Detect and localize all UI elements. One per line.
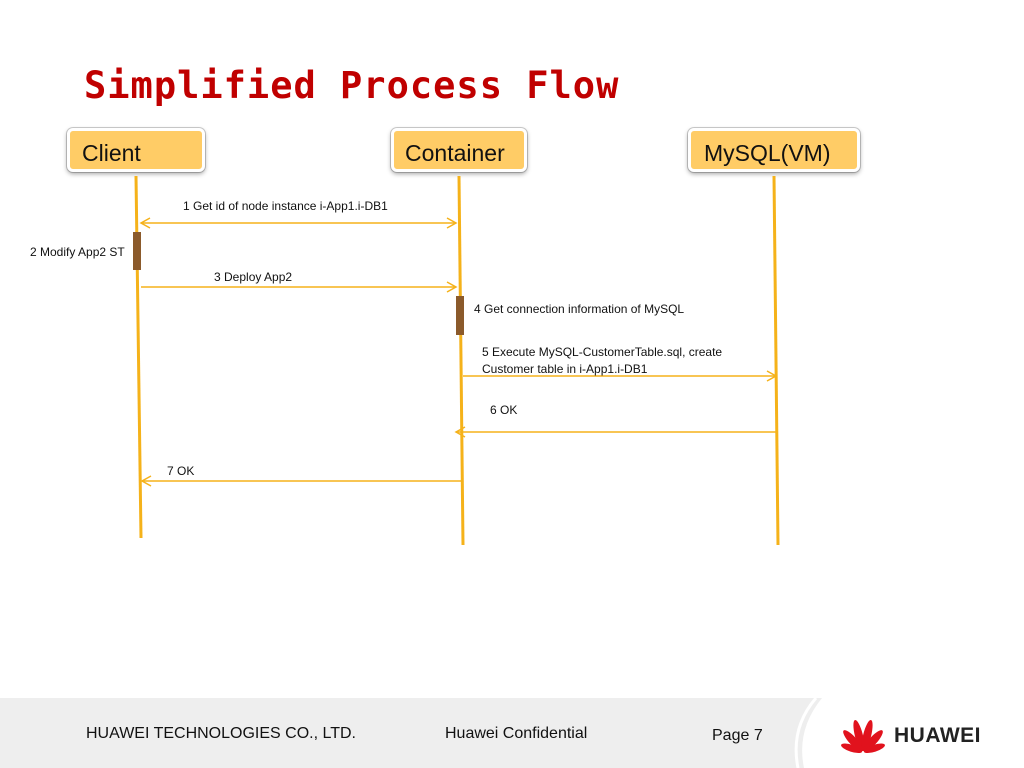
message-1-label: 1 Get id of node instance i-App1.i-DB1 xyxy=(183,199,388,213)
footer-confidential: Huawei Confidential xyxy=(445,725,588,742)
sequence-diagram xyxy=(133,175,780,546)
message-6-label: 6 OK xyxy=(490,403,518,417)
huawei-logo-text: HUAWEI xyxy=(894,724,981,747)
footer-company: HUAWEI TECHNOLOGIES CO., LTD. xyxy=(86,725,356,742)
footer-bar: HUAWEI TECHNOLOGIES CO., LTD. Huawei Con… xyxy=(0,698,1024,768)
actor-client: Client xyxy=(67,128,205,172)
message-3-label: 3 Deploy App2 xyxy=(214,270,293,284)
slide-title: Simplified Process Flow xyxy=(84,64,620,107)
activation-client xyxy=(133,232,141,270)
message-1-arrow xyxy=(139,217,458,229)
lifeline-client xyxy=(134,175,143,539)
lifeline-container xyxy=(457,175,465,546)
huawei-flower-icon xyxy=(841,719,885,754)
message-5-label-line-1: 5 Execute MySQL-CustomerTable.sql, creat… xyxy=(482,345,723,359)
huawei-logo: HUAWEI xyxy=(838,712,998,756)
message-7-arrow xyxy=(140,475,462,487)
message-4-label: 4 Get connection information of MySQL xyxy=(474,302,685,316)
lifeline-mysql-vm xyxy=(772,175,780,546)
actor-mysql-vm-label: MySQL(VM) xyxy=(704,140,831,166)
message-5-label-line-2: Customer table in i-App1.i-DB1 xyxy=(482,362,648,376)
message-2-label: 2 Modify App2 ST xyxy=(30,245,125,259)
message-5-arrow xyxy=(463,370,778,382)
message-3-arrow xyxy=(141,281,458,293)
activation-container xyxy=(456,296,464,335)
message-6-arrow xyxy=(454,426,777,438)
actor-mysql-vm: MySQL(VM) xyxy=(688,128,860,172)
actor-container: Container xyxy=(391,128,527,172)
actor-container-label: Container xyxy=(405,140,505,166)
footer-page-number: Page 7 xyxy=(712,727,763,744)
actor-client-label: Client xyxy=(82,140,141,166)
message-7-label: 7 OK xyxy=(167,464,195,478)
